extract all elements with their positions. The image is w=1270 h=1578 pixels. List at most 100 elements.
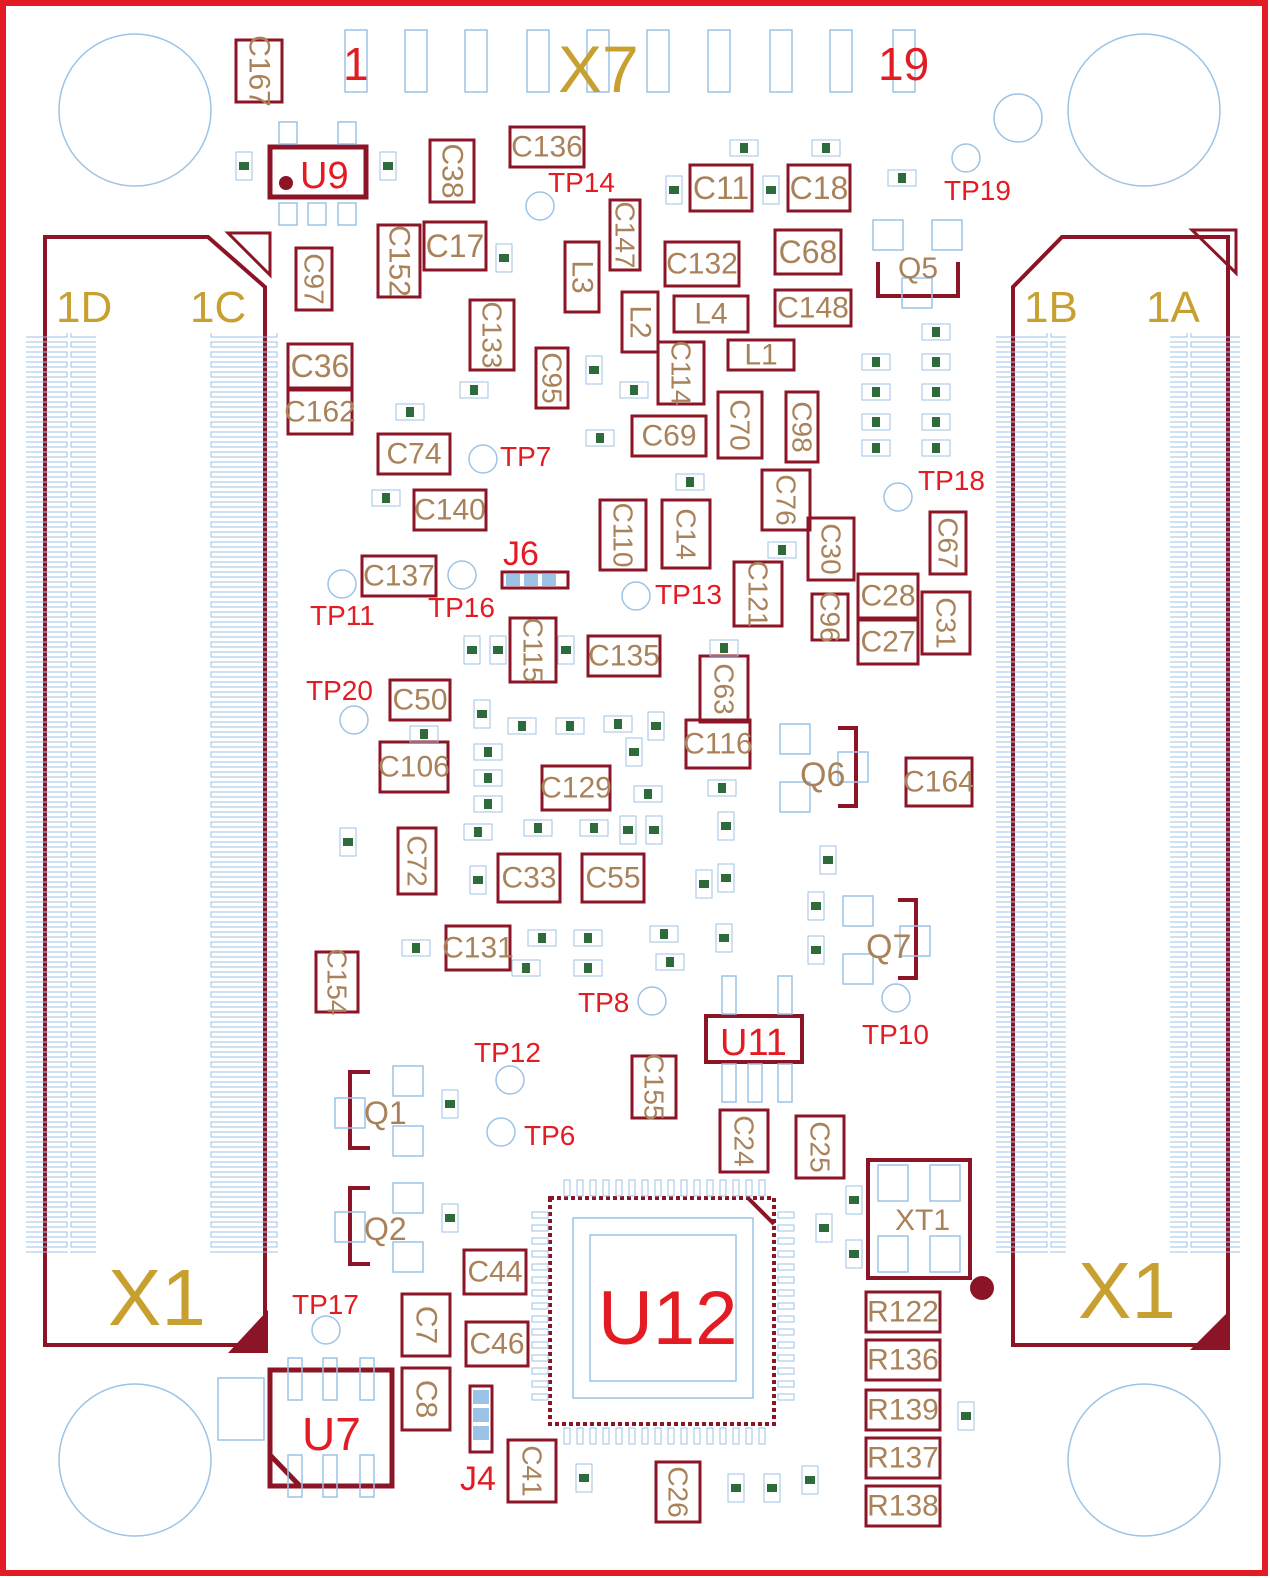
smd-part	[767, 541, 797, 559]
smd-part	[921, 353, 951, 371]
component-c11-label: C11	[693, 170, 749, 206]
smd-part	[511, 959, 541, 977]
component-c147-label: C147	[610, 202, 641, 269]
j4-label: J4	[460, 1460, 496, 1498]
component-c74-label: C74	[386, 438, 441, 471]
test-point-tp18-label: TP18	[918, 465, 985, 496]
component-c131-label: C131	[442, 932, 514, 965]
component-c25-label: C25	[805, 1121, 836, 1172]
component-r137: R137	[864, 1436, 942, 1480]
component-c44: C44	[462, 1248, 528, 1296]
smd-part	[845, 1239, 863, 1269]
x7-pin-last: 19	[878, 38, 929, 90]
mounting-hole-bl	[58, 1383, 212, 1537]
component-c135-label: C135	[588, 640, 660, 673]
component-c95: C95	[534, 346, 570, 410]
x1-right-label: X1	[1078, 1246, 1176, 1335]
component-c63-label: C63	[709, 663, 740, 714]
component-c26-label: C26	[663, 1466, 694, 1517]
component-c46: C46	[464, 1320, 530, 1368]
u7-label: U7	[302, 1408, 361, 1460]
component-c133-label: C133	[477, 302, 508, 369]
smd-part	[507, 717, 537, 735]
component-c36: C36	[286, 342, 354, 390]
smd-part	[695, 869, 713, 899]
x1-left-triangle	[228, 1310, 268, 1353]
smd-part	[585, 355, 603, 385]
component-c148-label: C148	[777, 292, 849, 325]
smd-part	[441, 1089, 459, 1119]
test-point-tp18-pad	[883, 482, 913, 512]
smd-part	[473, 769, 503, 787]
q2-symbol	[334, 1182, 424, 1273]
xt1-pads	[877, 1164, 961, 1273]
component-c50-label: C50	[392, 684, 447, 717]
smd-part	[459, 381, 489, 399]
smd-part	[807, 935, 825, 965]
component-c8-label: C8	[410, 1380, 443, 1418]
component-c110-label: C110	[608, 503, 639, 568]
test-point-tp11-label: TP11	[310, 600, 375, 631]
u12-pins	[531, 1179, 795, 1445]
u12-body	[548, 1196, 776, 1426]
component-c18-label: C18	[790, 170, 849, 206]
test-point-tp16-pad	[447, 560, 477, 590]
component-c17: C17	[422, 220, 488, 272]
smd-part	[473, 795, 503, 813]
component-c30: C30	[806, 516, 856, 582]
smd-part	[489, 635, 507, 665]
smd-part	[807, 891, 825, 921]
smd-part	[709, 639, 739, 657]
test-point-tp20-pad	[339, 705, 369, 735]
test-point-tp8-pad	[637, 986, 667, 1016]
u9-label: U9	[300, 155, 349, 197]
bank-1d-label: 1D	[56, 283, 112, 332]
x1-pins-1b	[996, 333, 1066, 1253]
u12-corner	[746, 1196, 776, 1226]
smd-part	[811, 139, 841, 157]
component-c132-label: C132	[666, 248, 738, 281]
component-c38-label: C38	[436, 143, 469, 198]
component-c115-label: C115	[518, 618, 549, 683]
u7-pads	[217, 1357, 375, 1498]
component-c154: C154	[314, 949, 360, 1016]
component-r137-label: R137	[867, 1442, 939, 1475]
component-c121-label: C121	[743, 561, 774, 628]
x7-pads	[344, 29, 916, 93]
component-c154-label: C154	[322, 949, 353, 1016]
x7-label: X7	[558, 32, 639, 106]
test-point-tp19-pad	[951, 143, 981, 173]
smd-part	[921, 323, 951, 341]
component-c136-label: C136	[511, 131, 583, 164]
j6-pad-2	[524, 574, 538, 586]
component-l1-label: L1	[744, 339, 777, 372]
u11-label: U11	[720, 1022, 787, 1064]
component-c137-label: C137	[363, 560, 435, 593]
component-l4-label: L4	[694, 298, 727, 331]
test-point-tp13-pad	[621, 581, 651, 611]
component-c55: C55	[580, 852, 646, 904]
component-c31: C31	[920, 590, 972, 656]
bank-1a-label: 1A	[1146, 283, 1200, 332]
smd-part	[717, 863, 735, 893]
component-c55-label: C55	[585, 862, 640, 895]
bank-1c-label: 1C	[190, 283, 246, 332]
component-c97-label: C97	[299, 253, 330, 304]
component-c164-label: C164	[903, 766, 975, 799]
smd-part	[861, 353, 891, 371]
component-c140-label: C140	[414, 494, 486, 527]
j6-pad-3	[542, 574, 556, 586]
test-point-tp12-label: TP12	[474, 1037, 541, 1068]
smd-part	[527, 929, 557, 947]
smd-part	[921, 383, 951, 401]
smd-part	[235, 151, 253, 181]
x1-pins-1c	[210, 333, 280, 1253]
xt1-pin1-dot	[970, 1276, 994, 1300]
smd-part	[801, 1465, 819, 1495]
component-c11: C11	[688, 163, 754, 213]
test-point-tp7-label: TP7	[500, 441, 551, 472]
smd-part	[819, 845, 837, 875]
smd-part	[649, 925, 679, 943]
x1-right-triangle	[1190, 1310, 1230, 1350]
